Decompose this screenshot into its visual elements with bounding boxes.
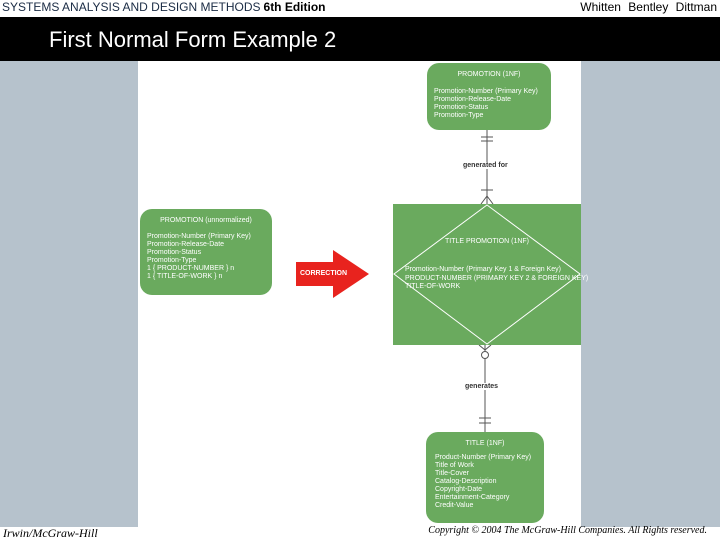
entity-attributes: Product-Number (Primary Key) Title of Wo…	[426, 454, 544, 510]
attribute: TITLE-OF-WORK	[405, 283, 461, 290]
attribute: Copyright-Date	[435, 486, 483, 493]
entity-attributes: Promotion-Number (Primary Key) Promotion…	[427, 88, 551, 120]
attribute: Catalog-Description	[435, 478, 497, 485]
optional-circle	[481, 351, 489, 359]
left-side-panel	[0, 61, 138, 527]
attribute: Promotion-Release-Date	[147, 241, 225, 248]
title-bar: First Normal Form Example 2	[0, 17, 720, 61]
entity-name: PROMOTION (1NF)	[457, 71, 521, 78]
relationship-label-top: generated for	[462, 162, 509, 169]
entity-name: TITLE PROMOTION (1NF)	[445, 238, 529, 245]
entity-name: TITLE (1NF)	[465, 440, 505, 447]
right-side-panel	[581, 61, 720, 527]
attribute: 1 { TITLE-OF-WORK } n	[147, 273, 223, 280]
entity-title-promotion-1nf: TITLE PROMOTION (1NF) Promotion-Number (…	[393, 204, 588, 345]
entity-title-1nf: TITLE (1NF) Product-Number (Primary Key)…	[426, 432, 544, 523]
crowfoot-bottom-left	[478, 344, 486, 351]
crowfoot-right	[486, 195, 494, 205]
relationship-label-bottom: generates	[464, 383, 500, 390]
correction-arrow	[296, 250, 369, 298]
course-name: SYSTEMS ANALYSIS AND DESIGN METHODS	[2, 0, 261, 14]
edition-label: 6th Edition	[263, 0, 326, 14]
attribute: Product-Number (Primary Key)	[435, 454, 532, 461]
attribute: Promotion-Number (Primary Key)	[434, 88, 538, 95]
attribute: Entertainment-Category	[435, 494, 510, 501]
attribute: Promotion-Type	[434, 112, 484, 119]
attribute: Promotion-Status	[147, 249, 202, 256]
attribute: Title of Work	[435, 462, 474, 469]
attribute: Credit-Value	[435, 502, 474, 509]
entity-promotion-unnormalized: PROMOTION (unnormalized) Promotion-Numbe…	[140, 209, 272, 295]
correction-label: CORRECTION	[300, 270, 348, 277]
publisher: Irwin/McGraw-Hill	[3, 526, 98, 540]
crowfoot-left	[480, 195, 488, 205]
attribute: Promotion-Release-Date	[434, 96, 512, 103]
attribute: Promotion-Number (Primary Key 1 & Foreig…	[405, 266, 561, 273]
attribute: 1 { PRODUCT-NUMBER } n	[147, 265, 235, 272]
associative-diamond	[393, 204, 581, 345]
attribute: PRODUCT-NUMBER (PRIMARY KEY 2 & FOREIGN …	[405, 274, 589, 282]
copyright: Copyright © 2004 The McGraw-Hill Compani…	[428, 525, 707, 536]
attribute: Promotion-Number (Primary Key)	[147, 233, 251, 240]
attribute: Promotion-Status	[434, 104, 489, 111]
slide-title: First Normal Form Example 2	[49, 27, 337, 52]
entity-name: PROMOTION (unnormalized)	[160, 217, 252, 224]
entity-attributes: Promotion-Number (Primary Key 1 & Foreig…	[405, 266, 588, 292]
authors: Whitten Bentley Dittman	[580, 0, 717, 14]
attribute: Promotion-Type	[147, 257, 197, 264]
entity-attributes: Promotion-Number (Primary Key) Promotion…	[140, 233, 272, 281]
crowfoot-bottom-right	[484, 344, 492, 351]
attribute: Title-Cover	[435, 470, 469, 477]
entity-promotion-1nf: PROMOTION (1NF) Promotion-Number (Primar…	[427, 63, 551, 130]
